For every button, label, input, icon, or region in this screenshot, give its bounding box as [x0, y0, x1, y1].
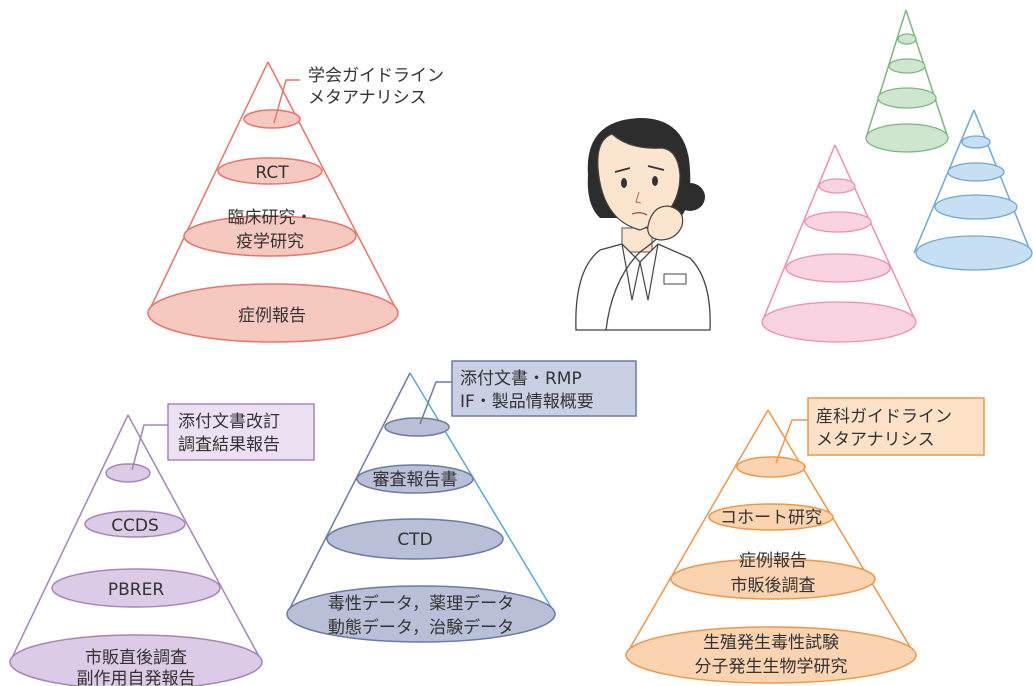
pyramid-safety-tier-4-label-line1: 市販直後調査 [85, 648, 187, 668]
pyramid-safety-tier-4 [9, 634, 263, 686]
pyramid-regulatory-tier-4-label-line1: 毒性データ，薬理データ [328, 593, 514, 614]
coat-pocket [663, 273, 687, 285]
pyramid-safety-tier-3 [51, 568, 221, 608]
deco-blue-tier-1 [961, 135, 991, 149]
nose [635, 191, 642, 204]
deco-pyramid-green [865, 9, 949, 153]
pyramid-obstetric-tier-4 [625, 626, 917, 684]
deco-green-tier-2 [888, 58, 926, 74]
pyramid-regulatory-tier-2-label: 審査報告書 [373, 470, 458, 490]
pyramid-obstetric-callout-line2: メタアナリシス [816, 430, 935, 450]
pyramid-obstetric-callout-line1: 産科ガイドライン [816, 407, 952, 427]
deco-blue-left-edge [913, 109, 975, 254]
deco-green-tier-1 [897, 33, 917, 45]
eye-left [621, 178, 627, 188]
pyramid-evidence-callout-line2: メタアナリシス [308, 88, 427, 108]
pyramid-obstetric-tier-3 [670, 558, 876, 600]
pyramid-safety-callout-leader [131, 424, 168, 471]
deco-green-right-edge [905, 9, 949, 139]
pyramid-evidence-tier-4-label: 症例報告 [238, 306, 306, 326]
pyramid-evidence-callout-leader [273, 79, 300, 124]
pyramid-evidence: 学会ガイドライン メタアナリシス RCT 臨床研究・ 疫学研究 症例報告 [147, 61, 444, 343]
pyramid-obstetric-tier-4-label-line1: 生殖発生毒性試験 [703, 633, 839, 653]
deco-pink-right-edge [834, 144, 917, 323]
pyramid-regulatory-right-edge [409, 372, 555, 613]
pyramid-evidence-tier-3 [183, 215, 357, 257]
pyramid-safety-tier-2 [84, 510, 186, 538]
pyramid-regulatory-callout-box [451, 360, 637, 417]
pyramid-obstetric-tier-3-label-line2: 市販後調査 [731, 576, 816, 596]
lab-coat [575, 243, 711, 331]
pyramid-obstetric-callout-leader [775, 419, 808, 464]
pyramid-regulatory: 添付文書・RMP IF・製品情報概要 審査報告書 CTD 毒性データ，薬理データ… [286, 360, 637, 643]
pyramid-regulatory-callout-line1: 添付文書・RMP [460, 369, 582, 389]
eye-right [652, 176, 658, 186]
coat-collar [621, 243, 659, 301]
deco-pink-left-edge [761, 144, 836, 323]
deco-green-tier-3 [877, 87, 937, 109]
pyramid-safety: 添付文書改訂 調査結果報告 CCDS PBRER 市販直後調査 副作用自発報告 [9, 403, 315, 686]
pyramid-obstetric-tier-4-label-line2: 分子発生生物学研究 [695, 657, 848, 677]
pyramid-obstetric-tier-2-label: コホート研究 [720, 508, 822, 528]
thinking-woman-illustration [575, 118, 711, 331]
pyramid-obstetric-tier-2 [708, 503, 834, 531]
pyramid-safety-tier-4-label-line2: 副作用自発報告 [77, 669, 196, 686]
pyramid-evidence-right-edge [267, 61, 399, 314]
pyramid-safety-tier-3-label: PBRER [108, 580, 164, 600]
pyramid-regulatory-tier-1 [384, 417, 450, 437]
brow-right [647, 165, 665, 171]
pyramid-regulatory-callout-leader [419, 381, 452, 425]
pyramid-evidence-tier-1 [243, 109, 301, 129]
pyramid-safety-tier-2-label: CCDS [111, 516, 159, 536]
pyramid-evidence-left-edge [147, 61, 269, 314]
pyramid-safety-tier-1 [105, 463, 151, 483]
deco-green-tier-4 [865, 123, 949, 153]
deco-green-left-edge [865, 9, 907, 139]
pyramid-safety-callout-line2: 調査結果報告 [178, 435, 280, 455]
pyramid-safety-callout-box [167, 403, 315, 461]
pyramid-obstetric-left-edge [625, 409, 769, 656]
deco-pink-tier-4 [761, 301, 917, 343]
pyramid-safety-left-edge [9, 414, 129, 663]
pyramid-evidence-callout-line1: 学会ガイドライン [308, 66, 444, 86]
deco-blue-tier-4 [915, 235, 1033, 271]
brow-left [614, 167, 631, 173]
pyramid-obstetric-tier-3-label-line1: 症例報告 [739, 551, 807, 571]
deco-pyramid-blue [913, 109, 1033, 271]
pyramid-regulatory-tier-4 [286, 585, 556, 643]
pyramid-regulatory-tier-2 [356, 464, 474, 494]
pyramid-regulatory-tier-3-label: CTD [397, 530, 432, 550]
pyramid-obstetric-callout-box [807, 397, 985, 456]
pyramid-evidence-tier-4 [147, 283, 399, 343]
pyramid-regulatory-tier-3 [326, 518, 504, 560]
deco-blue-tier-2 [947, 162, 1005, 182]
pyramid-evidence-tier-3-label-line2: 疫学研究 [236, 232, 304, 252]
pyramid-regulatory-tier-4-label-line2: 動態データ，治験データ [328, 617, 514, 638]
pyramid-obstetric-right-edge [767, 409, 916, 656]
deco-pink-tier-2 [804, 211, 872, 233]
deco-blue-tier-3 [934, 194, 1018, 220]
deco-pink-tier-1 [818, 178, 856, 194]
face [597, 133, 681, 231]
deco-pyramid-pink [761, 144, 917, 343]
pyramid-regulatory-left-edge [287, 372, 411, 613]
deco-pink-tier-3 [785, 253, 891, 283]
deco-blue-right-edge [973, 109, 1032, 254]
pyramid-evidence-tier-3-label-line1: 臨床研究・ [228, 208, 313, 228]
pyramid-evidence-tier-2-label: RCT [255, 163, 289, 183]
hand [647, 205, 684, 241]
pyramid-evidence-tier-2 [217, 157, 323, 185]
pyramid-safety-callout-line1: 添付文書改訂 [178, 412, 280, 432]
pyramid-regulatory-callout-line2: IF・製品情報概要 [460, 392, 594, 412]
pyramid-obstetric-tier-1 [736, 456, 806, 478]
mouth [631, 212, 648, 216]
pyramid-safety-right-edge [127, 414, 263, 663]
pyramid-obstetric: 産科ガイドライン メタアナリシス コホート研究 症例報告 市販後調査 生殖発生毒… [625, 397, 985, 684]
